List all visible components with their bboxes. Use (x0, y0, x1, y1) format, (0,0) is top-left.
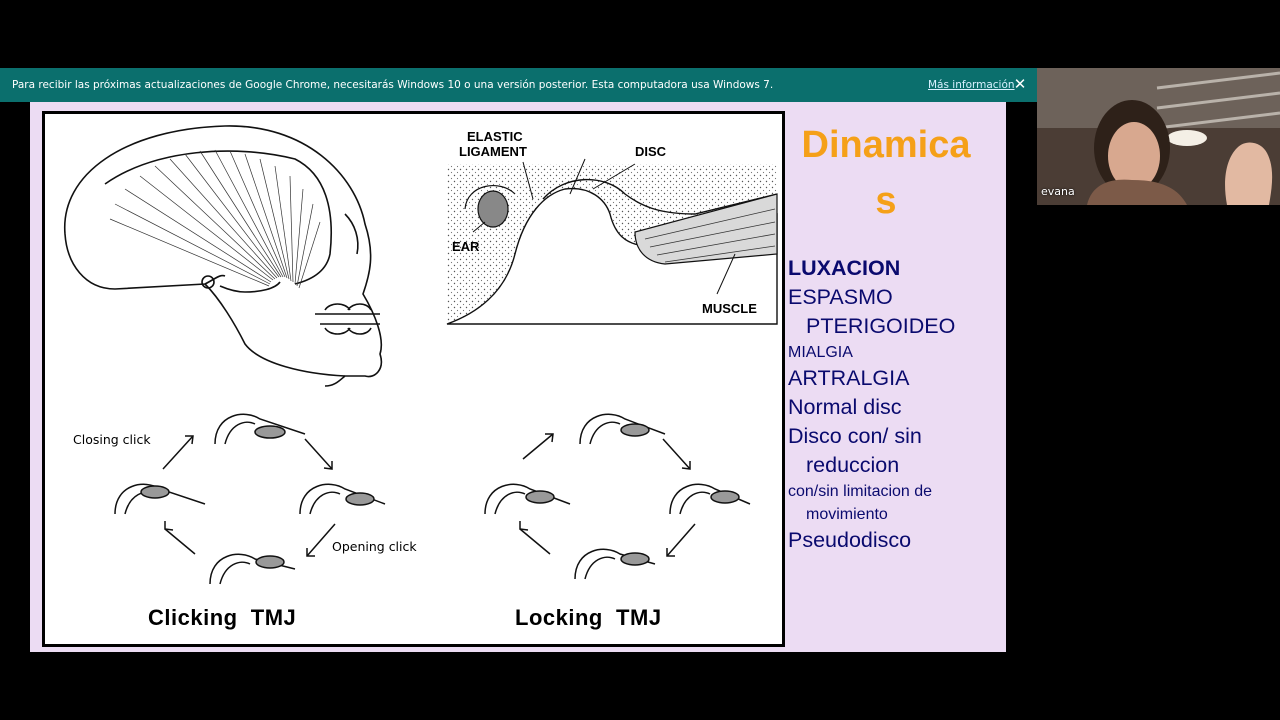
tmj-illustration (64, 125, 778, 585)
locking-cycle-diagram (484, 413, 751, 580)
participant-name: evana (1041, 185, 1075, 198)
chrome-update-infobar: Para recibir las próximas actualizacione… (0, 68, 1037, 102)
tmj-cross-section (446, 158, 778, 325)
skull-drawing (64, 125, 383, 387)
participant-video-tile[interactable]: evana (1037, 68, 1280, 205)
label-opening-click: Opening click (332, 539, 417, 554)
video-frame (1037, 68, 1280, 205)
caption-clicking-tmj: Clicking TMJ (148, 605, 297, 630)
bullet-reduccion: reduccion (806, 453, 900, 477)
label-elastic: ELASTIC (467, 129, 523, 144)
temporalis-muscle-lines (109, 149, 321, 289)
close-icon[interactable]: ✕ (1013, 75, 1027, 93)
slide-bullet-list: LUXACION ESPASMO PTERIGOIDEO MIALGIA ART… (788, 254, 1003, 555)
bullet-limitacion: con/sin limitacion de (788, 483, 933, 500)
bullet-luxacion: LUXACION (788, 256, 901, 280)
bullet-mialgia: MIALGIA (788, 344, 853, 361)
bullet-disco-con-sin: Disco con/ sin (788, 424, 922, 448)
tmj-figure: ELASTIC LIGAMENT DISC EAR MUSCLE Closing… (42, 111, 785, 647)
bullet-pseudodisco: Pseudodisco (788, 528, 912, 552)
more-info-link[interactable]: Más información (928, 79, 1015, 91)
presentation-slide: ELASTIC LIGAMENT DISC EAR MUSCLE Closing… (30, 102, 1006, 652)
clicking-cycle-diagram (114, 413, 386, 585)
bullet-movimiento: movimiento (806, 506, 888, 523)
bullet-espasmo: ESPASMO (788, 285, 893, 309)
label-muscle: MUSCLE (702, 301, 757, 316)
bullet-pterigoideo: PTERIGOIDEO (806, 314, 956, 338)
slide-title-line1: Dinamica (801, 124, 971, 166)
bullet-normal-disc: Normal disc (788, 395, 902, 419)
label-disc: DISC (635, 144, 667, 159)
label-closing-click: Closing click (73, 432, 151, 447)
slide-title: Dinamica s (790, 117, 982, 229)
caption-locking-tmj: Locking TMJ (515, 605, 662, 630)
infobar-message: Para recibir las próximas actualizacione… (12, 79, 774, 91)
bullet-artralgia: ARTRALGIA (788, 366, 910, 390)
label-ligament: LIGAMENT (459, 144, 527, 159)
label-ear: EAR (452, 239, 480, 254)
slide-title-line2: s (875, 180, 897, 222)
